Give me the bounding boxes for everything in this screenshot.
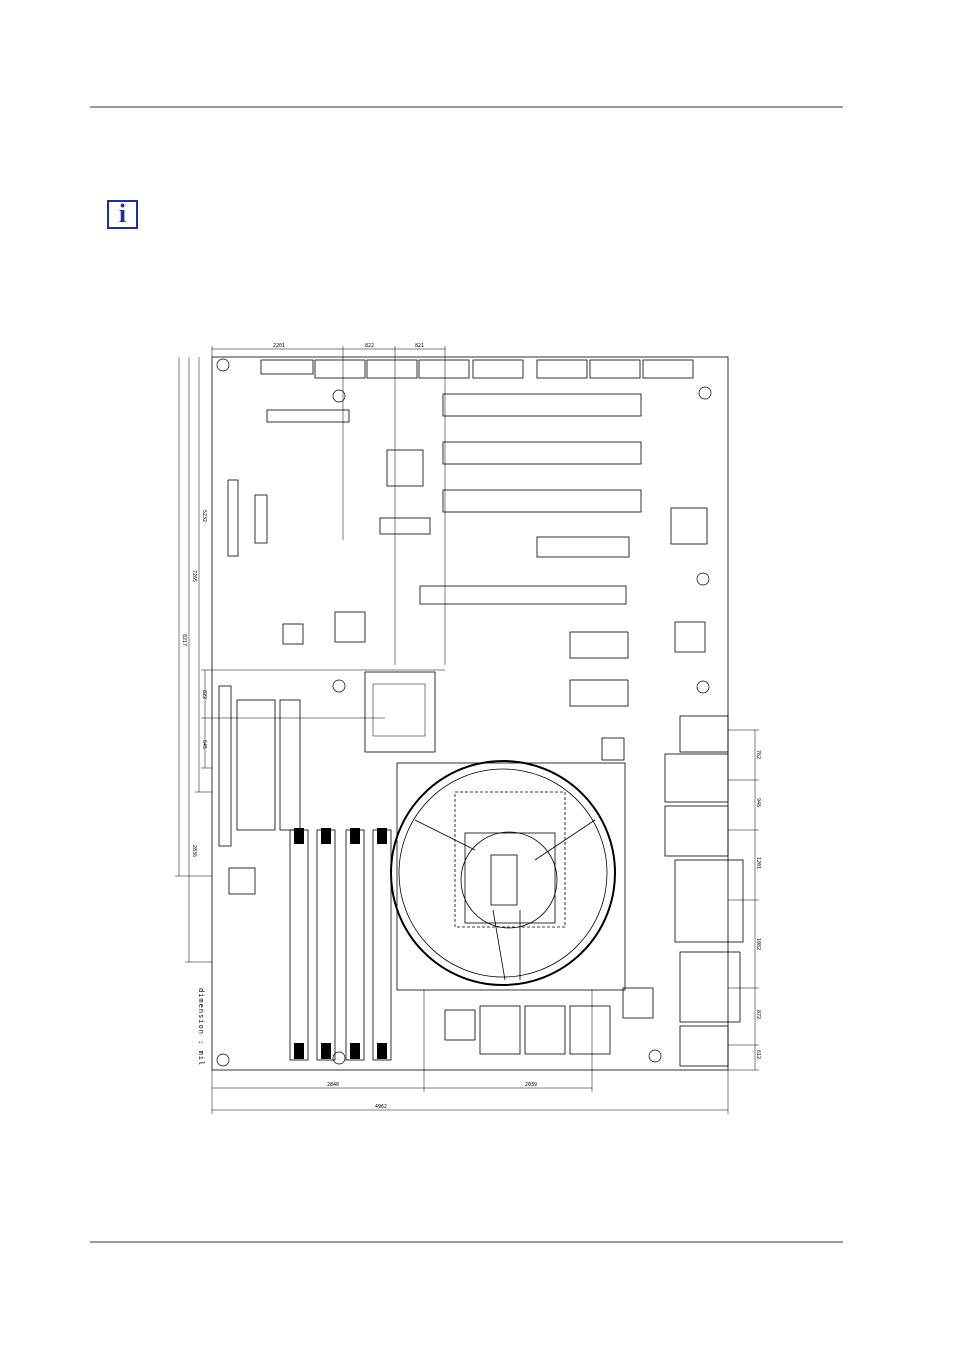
chip: [334, 611, 366, 643]
pci-slot: [442, 489, 642, 513]
memory-slot: [372, 829, 392, 1061]
header-block: [254, 494, 268, 544]
footer-rule: [90, 1241, 843, 1243]
top-connector: [472, 359, 524, 379]
io-connector: [679, 715, 729, 753]
board-dimension-drawing: 2201 822 821 5232 7265 8217 822 645 2836…: [175, 343, 761, 1114]
top-connector: [314, 359, 366, 379]
top-connector: [536, 359, 588, 379]
vrm-block: [569, 1005, 611, 1055]
dim-left-8217: 8217: [181, 634, 187, 646]
dim-right-762: 762: [755, 750, 761, 759]
pci-slot: [442, 441, 642, 465]
io-connector: [674, 859, 744, 943]
vrm-block: [444, 1009, 476, 1041]
cpu-cooler-inner: [398, 768, 608, 978]
header-rule: [90, 106, 843, 108]
dim-top-821: 821: [415, 343, 424, 349]
dim-bottom-2840: 2840: [327, 1082, 339, 1088]
cpu-cooler-outline: [390, 760, 616, 986]
memory-slot: [345, 829, 365, 1061]
memory-slot: [316, 829, 336, 1061]
dim-left-7265: 7265: [191, 570, 197, 582]
chip: [670, 507, 708, 545]
dim-bottom-2039: 2039: [525, 1082, 537, 1088]
header-block: [266, 409, 350, 423]
dim-right-1082: 1082: [755, 938, 761, 950]
pci-slot: [442, 393, 642, 417]
dim-left-822: 822: [201, 690, 207, 699]
pci-slot: [536, 536, 630, 558]
dim-right-1201: 1201: [755, 857, 761, 869]
cpu-socket-inner: [464, 832, 556, 924]
dimension-unit-note: dimension : mil: [197, 988, 205, 1066]
header-block: [227, 479, 239, 557]
chip: [674, 621, 706, 653]
io-connector: [679, 951, 741, 1023]
top-connector: [418, 359, 470, 379]
pcie-slot: [419, 585, 627, 605]
chipset: [364, 671, 436, 753]
header-block: [236, 699, 276, 831]
top-connector: [642, 359, 694, 379]
vrm-block: [524, 1005, 566, 1055]
chip: [372, 683, 426, 737]
header-block: [218, 685, 232, 847]
top-connector: [589, 359, 641, 379]
vrm-block: [479, 1005, 521, 1055]
info-icon: i: [107, 200, 138, 229]
board-outline: [211, 356, 729, 1071]
cpu-contacts: [490, 854, 518, 906]
memory-slot: [289, 829, 309, 1061]
dim-right-946: 946: [755, 798, 761, 807]
dim-left-5232: 5232: [201, 510, 207, 522]
top-connector: [260, 359, 314, 375]
top-connector: [366, 359, 418, 379]
connector-block: [569, 679, 629, 707]
dim-right-872: 872: [755, 1010, 761, 1019]
chip: [601, 737, 625, 761]
io-connector: [664, 753, 729, 803]
dim-right-612: 612: [755, 1050, 761, 1059]
cpu-die-outline: [460, 831, 558, 929]
mounting-holes: [216, 358, 712, 1067]
dim-left-2836: 2836: [191, 845, 197, 857]
cpu-retention-frame: [396, 762, 626, 991]
chip: [386, 449, 424, 487]
dim-bottom-4962: 4962: [375, 1104, 387, 1110]
io-connector: [664, 805, 729, 857]
info-icon-glyph: i: [118, 199, 127, 228]
connector-block: [569, 631, 629, 659]
dim-left-645: 645: [201, 740, 207, 749]
cpu-socket: [454, 791, 566, 928]
header-block: [279, 699, 301, 831]
chip: [282, 623, 304, 645]
chip: [622, 987, 654, 1019]
chip: [228, 867, 256, 895]
header-block: [379, 517, 431, 535]
io-connector: [679, 1025, 729, 1067]
dim-top-822: 822: [365, 343, 374, 349]
dim-top-2201: 2201: [273, 343, 285, 349]
